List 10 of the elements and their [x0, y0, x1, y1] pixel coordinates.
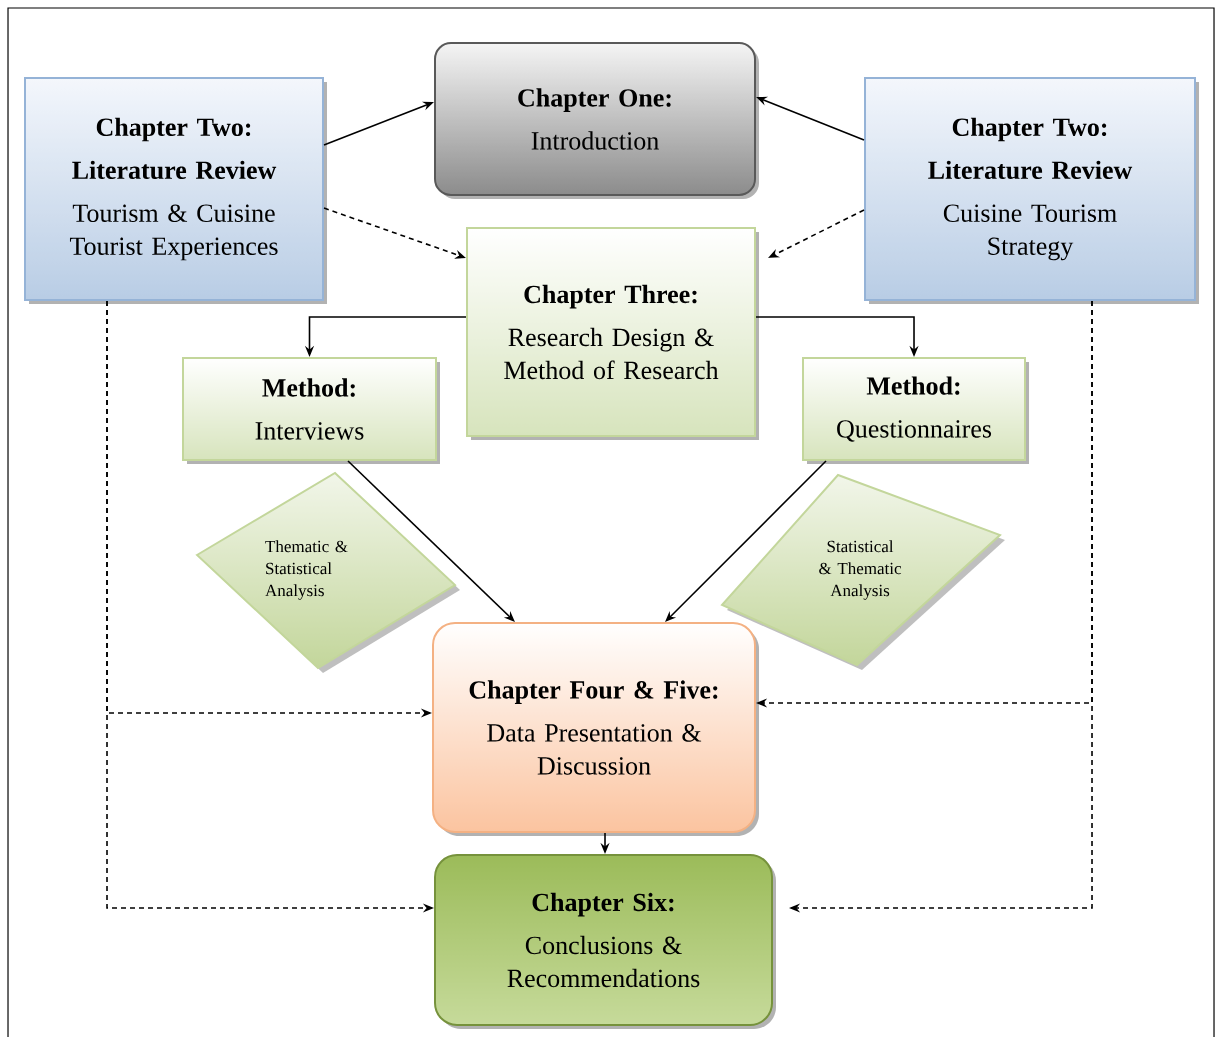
arrow [347, 460, 515, 622]
chapter-box: Chapter One: Introduction [434, 42, 759, 199]
method-box: Method: Interviews [182, 357, 440, 464]
arrow [665, 460, 827, 622]
chapter-box: Chapter Two: Literature Review Cuisine Tourism Strategy [864, 77, 1199, 304]
method-box: Method: Questionnaires [802, 357, 1029, 464]
chapter-box: Chapter Two: Literature Review Tourism & Cuisine Tourist Experiences [24, 77, 327, 304]
chapter-box: Chapter Six: Conclusions & Recommendations [434, 854, 776, 1029]
method-box: Chapter Three: Research Design & Method of Research [466, 227, 759, 440]
chapter-box: Chapter Four & Five: Data Presentation & Discussion [432, 622, 759, 836]
